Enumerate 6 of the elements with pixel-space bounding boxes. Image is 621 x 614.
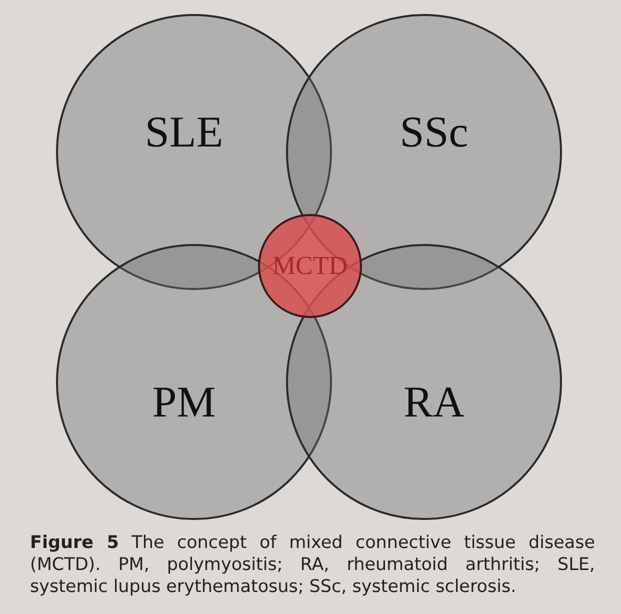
set-label: MCTD	[272, 251, 348, 281]
set-label: SSc	[400, 106, 468, 158]
set-label: SLE	[144, 106, 224, 158]
set-label: PM	[152, 376, 216, 428]
figure-caption: Figure 5 The concept of mixed connective tissue disease (MCTD). PM, polymyositis; RA, rheumatoid arthritis; SLE, systemic lupus erythematosus; SSc, systemic sclerosis.	[30, 532, 595, 598]
set-label: RA	[403, 376, 465, 428]
